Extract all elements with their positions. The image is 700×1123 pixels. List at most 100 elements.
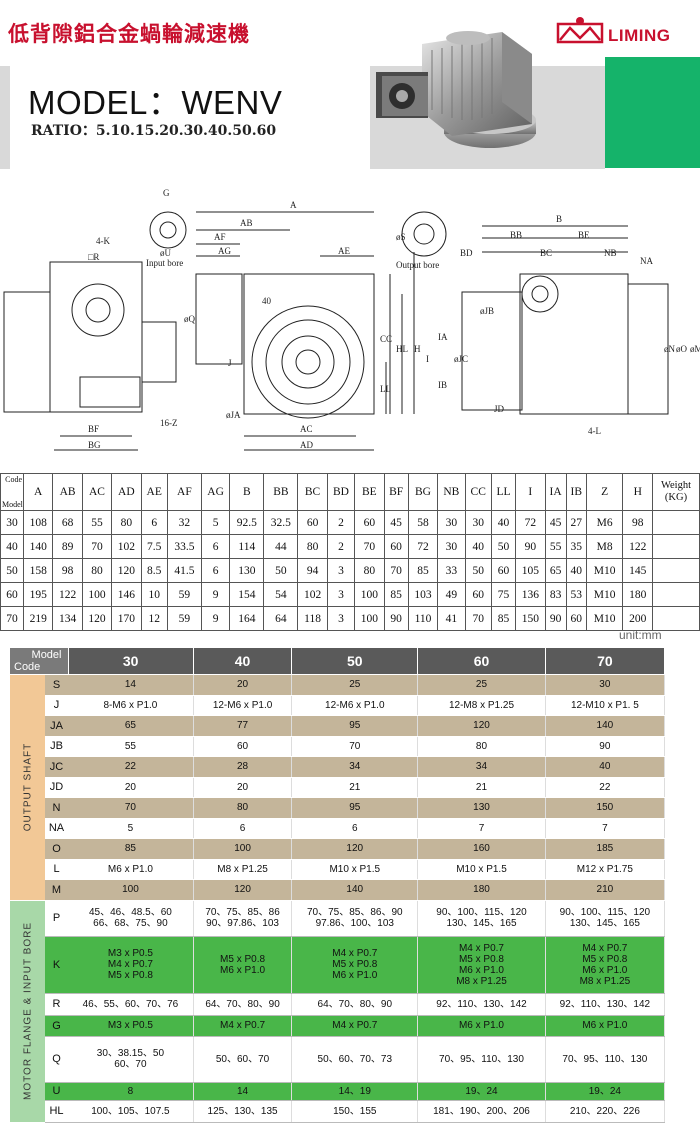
spec-code-cell: K — [45, 936, 68, 994]
dim-col-header: BE — [354, 473, 385, 511]
dim-value-cell: 30 — [464, 510, 492, 535]
dimension-drawings: G A AB 4-K □R øU Input bore AF AG AE 40 … — [3, 188, 700, 451]
dim-value-cell: 90 — [383, 606, 409, 631]
label-BG: BG — [88, 440, 101, 450]
label-A: A — [290, 200, 297, 210]
spec-code-cell: S — [45, 674, 68, 696]
dim-value-cell: 8.5 — [140, 558, 168, 583]
spec-value-cell: 21 — [417, 777, 546, 798]
dim-value-cell: 94 — [297, 558, 328, 583]
dim-value-cell: 158 — [22, 558, 54, 583]
dim-value-cell: 30 — [437, 510, 466, 535]
spec-value-cell: 50、60、70 — [193, 1036, 293, 1083]
label-B: B — [556, 214, 562, 224]
dim-value-cell: 59 — [166, 582, 202, 607]
dim-value-cell: 83 — [544, 582, 567, 607]
dim-value-cell: 68 — [52, 510, 83, 535]
spec-value-cell: 7 — [417, 818, 546, 839]
dim-value-cell: 85 — [383, 582, 409, 607]
dim-value-cell: 6 — [200, 534, 231, 559]
dim-value-cell: 60 — [490, 558, 517, 583]
dim-value-cell: 85 — [407, 558, 439, 583]
dim-value-cell: 33.5 — [166, 534, 202, 559]
spec-value-cell: 160 — [417, 838, 546, 860]
dim-model-cell: 40 — [0, 534, 24, 559]
spec-value-cell: 25 — [291, 674, 419, 696]
dim-col-header: BB — [263, 473, 299, 511]
spec-code-cell: JC — [45, 756, 68, 778]
label-H: H — [414, 344, 421, 354]
dim-value-cell: 108 — [22, 510, 54, 535]
dim-value-cell: 98 — [52, 558, 83, 583]
spec-model-header: 30 — [68, 648, 194, 675]
spec-value-cell: 100 — [68, 879, 194, 901]
label-BB: BB — [510, 230, 522, 240]
label-AD: AD — [300, 440, 313, 450]
spec-model-header: 50 — [291, 648, 419, 675]
spec-value-cell: 80 — [193, 797, 293, 819]
dim-value-cell: 27 — [565, 510, 587, 535]
spec-value-cell: 6 — [291, 818, 419, 839]
spec-value-cell: 28 — [193, 756, 293, 778]
dim-col-header: A — [22, 473, 54, 511]
spec-value-cell: 22 — [545, 777, 666, 798]
dim-value-cell: 80 — [354, 558, 385, 583]
dim-corner-code: Code — [5, 475, 22, 484]
spec-value-cell: 180 — [417, 879, 546, 901]
spec-value-cell: M6 x P1.0 — [545, 1015, 666, 1037]
dim-value-cell: 2 — [326, 510, 356, 535]
label-G: G — [163, 188, 170, 198]
dim-value-cell: 70 — [464, 606, 492, 631]
spec-value-cell: 70 — [291, 736, 419, 757]
dim-value-cell: 40 — [565, 558, 587, 583]
spec-value-cell: 12-M6 x P1.0 — [193, 695, 293, 716]
dim-col-header: Z — [585, 473, 624, 511]
dim-value-cell: 70 — [383, 558, 409, 583]
dim-value-cell: 35 — [565, 534, 587, 559]
dim-value-cell: M10 — [585, 582, 624, 607]
dim-value-cell: 114 — [229, 534, 265, 559]
spec-value-cell: 19、24 — [417, 1082, 546, 1101]
spec-value-cell: 50、60、70、73 — [291, 1036, 419, 1083]
dim-col-header: AB — [52, 473, 83, 511]
spec-code-cell: G — [45, 1015, 68, 1037]
dim-value-cell: 65 — [544, 558, 567, 583]
spec-corner-model: Model — [31, 649, 62, 661]
spec-value-cell: M6 x P1.0 — [417, 1015, 546, 1037]
dim-value-cell: 219 — [22, 606, 54, 631]
spec-code-cell: M — [45, 879, 68, 901]
label-N: øN — [664, 344, 676, 354]
header-white-panel — [10, 66, 370, 171]
spec-value-cell: 130 — [417, 797, 546, 819]
dim-weight-cell — [652, 606, 700, 631]
spec-value-cell: 120 — [417, 715, 546, 737]
spec-value-cell: 85 — [68, 838, 194, 860]
dim-value-cell: 2 — [326, 534, 356, 559]
label-S: øS — [396, 232, 406, 242]
dim-value-cell: 110 — [407, 606, 439, 631]
label-JB: øJB — [480, 306, 494, 316]
dim-value-cell: 40 — [490, 510, 517, 535]
dim-value-cell: 6 — [140, 510, 168, 535]
spec-code-cell: L — [45, 859, 68, 880]
spec-value-cell: 14 — [193, 1082, 293, 1101]
label-J: J — [228, 358, 232, 368]
group-motor-flange: MOTOR FLANGE & INPUT BORE — [10, 900, 45, 1123]
dim-value-cell: 44 — [263, 534, 299, 559]
spec-model-header: 40 — [193, 648, 293, 675]
spec-value-cell: 64、70、80、90 — [193, 993, 293, 1016]
dim-value-cell: 41 — [437, 606, 466, 631]
label-IA: IA — [438, 332, 448, 342]
label-Q: øQ — [184, 314, 196, 324]
